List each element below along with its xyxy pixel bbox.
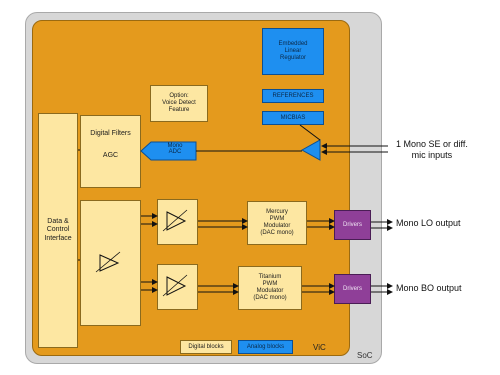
mic-input-label: 1 Mono SE or diff. mic inputs (396, 139, 468, 160)
agc-label: AGC (102, 152, 119, 160)
legend-digital-blocks: Digital blocks (180, 340, 232, 354)
voice-detect-block: Option: Voice Detect Feature (150, 85, 208, 122)
drivers-block-top: Drivers (334, 210, 371, 240)
titanium-pwm-modulator-block: Titanium PWM Modulator (DAC mono) (238, 266, 302, 310)
references-block: REFERENCES (262, 89, 324, 103)
mono-bo-output-label: Mono BO output (396, 283, 462, 293)
interpolator-icon (99, 254, 120, 272)
digital-filters-label: Digital Filters (90, 130, 131, 137)
vic-label: ViC (313, 343, 326, 352)
amp-icon-bottom (166, 276, 187, 296)
drivers-block-bottom: Drivers (334, 274, 371, 304)
mic-amp-icon (300, 139, 321, 161)
digital-filters-block: Digital Filters AGC (80, 115, 141, 188)
dac-interpolation-block (80, 200, 141, 326)
data-control-interface-block: Data & Control Interface (38, 113, 78, 348)
embedded-regulator-block: Embedded Linear Regulator (262, 28, 324, 75)
amp-icon-top (166, 211, 187, 231)
micbias-block: MICBIAS (262, 111, 324, 125)
amp-block-top (157, 199, 198, 245)
soc-label: SoC (357, 351, 373, 360)
mono-lo-output-label: Mono LO output (396, 218, 461, 228)
mercury-pwm-modulator-block: Mercury PWM Modulator (DAC mono) (247, 201, 307, 245)
mono-adc-label: Mono ADC (167, 143, 183, 156)
legend-analog-blocks: Analog blocks (238, 340, 293, 354)
